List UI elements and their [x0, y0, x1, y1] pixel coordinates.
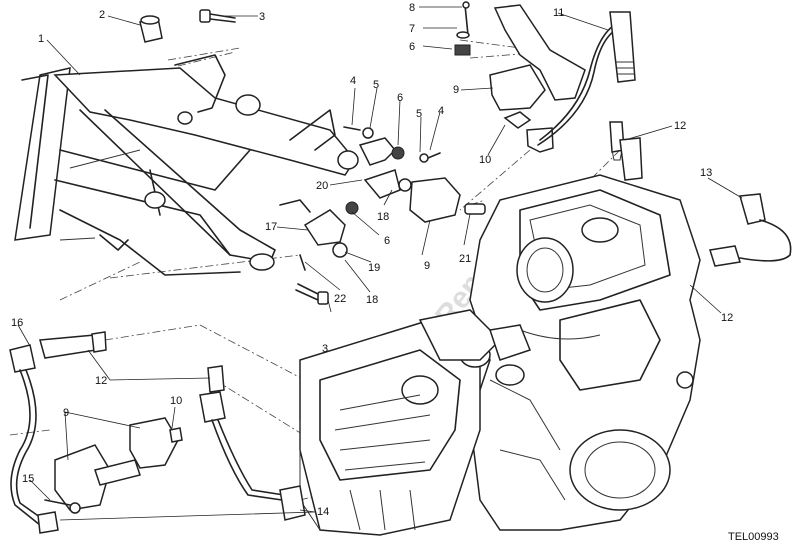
- callout-20: 20: [316, 180, 328, 192]
- callout-18-lower: 18: [366, 294, 378, 306]
- callout-labels: 1 2 3 3 4 4 5 5 6 6 7 8 6 9 9 9 10 10 11…: [11, 2, 733, 518]
- frame: [14, 54, 359, 276]
- callout-9-middle: 9: [424, 260, 430, 272]
- leader-lines: [17, 6, 743, 521]
- callout-21: 21: [459, 253, 471, 265]
- callout-4-left: 4: [350, 75, 356, 87]
- callout-22: 22: [334, 293, 346, 305]
- bush-part-2: [139, 15, 163, 43]
- callout-8: 8: [409, 2, 415, 14]
- callout-16: 16: [11, 317, 23, 329]
- callout-9-lower: 9: [63, 407, 69, 419]
- callout-1: 1: [38, 33, 44, 45]
- callout-7: 7: [409, 23, 415, 35]
- callout-12-upper: 12: [674, 120, 686, 132]
- callout-3-top: 3: [259, 11, 265, 23]
- callout-12-lower: 12: [95, 375, 107, 387]
- callout-19: 19: [368, 262, 380, 274]
- callout-11: 11: [553, 7, 564, 19]
- callout-12-right: 12: [721, 312, 733, 324]
- callout-18-upper: 18: [377, 211, 389, 223]
- callout-3-bottom: 3: [322, 343, 328, 355]
- callout-5-left: 5: [373, 79, 379, 91]
- callout-6-top: 6: [409, 41, 415, 53]
- callout-17: 17: [265, 221, 277, 233]
- callout-6-upper: 6: [397, 92, 403, 104]
- callout-14: 14: [317, 506, 329, 518]
- engine: [299, 137, 701, 536]
- callout-2: 2: [99, 9, 105, 21]
- callout-6-lower: 6: [384, 235, 390, 247]
- ignition-coil-lower: [9, 331, 306, 534]
- callout-5-right: 5: [416, 108, 422, 120]
- callout-13: 13: [700, 167, 712, 179]
- callout-9-upper: 9: [453, 84, 459, 96]
- callout-10-upper: 10: [479, 154, 491, 166]
- bracket-assembly: [279, 126, 486, 271]
- callout-15: 15: [22, 473, 34, 485]
- bolt-part-22: [295, 283, 329, 305]
- callout-4-right: 4: [438, 105, 444, 117]
- reference-code: TEL00993: [728, 531, 779, 543]
- callout-10-lower: 10: [170, 395, 182, 407]
